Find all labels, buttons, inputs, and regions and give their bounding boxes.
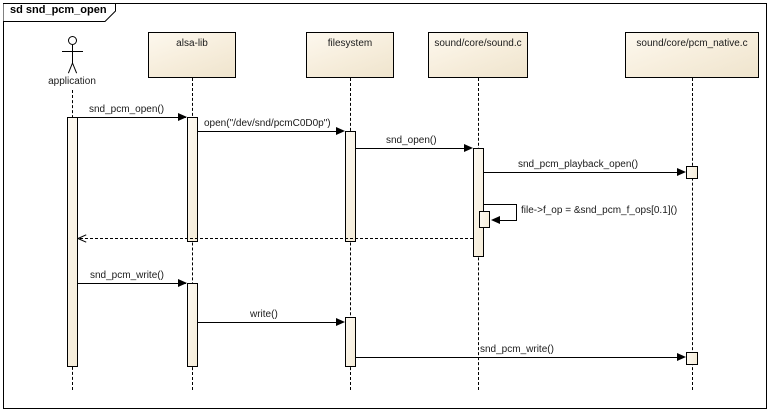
lifeline-head-sound-c[interactable]: sound/core/sound.c (428, 32, 528, 78)
lifeline-head-pcm-native-c[interactable]: sound/core/pcm_native.c (625, 32, 759, 78)
message-line-write (198, 322, 340, 323)
activation-filesystem-1 (345, 131, 356, 242)
message-label-snd-pcm-write-1: snd_pcm_write() (90, 270, 164, 281)
activation-sound-c-self (479, 211, 490, 228)
lifeline-label-pcm-native-c: sound/core/pcm_native.c (636, 38, 748, 49)
message-line-self-call-top (484, 204, 517, 205)
message-arrowhead-open-device (336, 127, 345, 135)
activation-sound-c-1 (473, 148, 484, 257)
actor-head-icon (68, 36, 77, 45)
message-label-self-call: file->f_op = &snd_pcm_f_ops[0.1]() (521, 205, 678, 216)
message-line-return-to-application (80, 238, 473, 239)
lifeline-head-filesystem[interactable]: filesystem (306, 32, 394, 78)
lifeline-label-filesystem: filesystem (327, 38, 373, 49)
message-line-snd-pcm-write-2 (356, 357, 682, 358)
message-line-self-call-bottom (499, 220, 517, 221)
message-arrowhead-snd-open (464, 144, 473, 152)
message-label-snd-pcm-write-2: snd_pcm_write() (480, 344, 554, 355)
message-arrowhead-snd-pcm-write-1 (178, 279, 187, 287)
message-label-snd-pcm-playback-open: snd_pcm_playback_open() (518, 159, 639, 170)
message-label-write: write() (250, 309, 278, 320)
message-arrowhead-snd-pcm-write-2 (677, 353, 686, 361)
diagram-title: sd snd_pcm_open (10, 4, 107, 16)
lifeline-label-application: application (48, 76, 96, 87)
message-arrowhead-snd-pcm-playback-open (677, 168, 686, 176)
activation-pcm-native-c-2 (686, 352, 698, 365)
activation-pcm-native-c-1 (686, 166, 698, 179)
lifeline-pcm-native-c (692, 78, 693, 390)
message-arrowhead-return-to-application (77, 234, 87, 243)
lifeline-label-sound-c: sound/core/sound.c (434, 38, 522, 49)
lifeline-head-alsa-lib[interactable]: alsa-lib (148, 32, 236, 78)
message-line-snd-open (356, 148, 468, 149)
message-line-self-call-right (516, 204, 517, 220)
actor-body-icon (72, 45, 73, 63)
message-label-snd-pcm-open: snd_pcm_open() (89, 104, 165, 115)
activation-filesystem-2 (345, 317, 356, 367)
message-line-snd-pcm-playback-open (484, 172, 682, 173)
message-arrowhead-write (336, 318, 345, 326)
lifeline-label-alsa-lib: alsa-lib (176, 38, 208, 49)
message-line-snd-pcm-write-1 (78, 283, 186, 284)
message-line-open-device (198, 131, 340, 132)
activation-application-1 (67, 117, 78, 367)
message-label-snd-open: snd_open() (386, 135, 437, 146)
message-arrowhead-self-call (491, 216, 500, 224)
actor-arms-icon (62, 51, 83, 52)
activation-alsa-lib-2 (187, 283, 198, 367)
diagram-frame-tab (3, 3, 116, 22)
message-label-open-device: open("/dev/snd/pcmC0D0p") (204, 118, 331, 129)
message-arrowhead-snd-pcm-open (178, 113, 187, 121)
activation-alsa-lib-1 (187, 117, 198, 242)
message-line-snd-pcm-open (78, 117, 186, 118)
